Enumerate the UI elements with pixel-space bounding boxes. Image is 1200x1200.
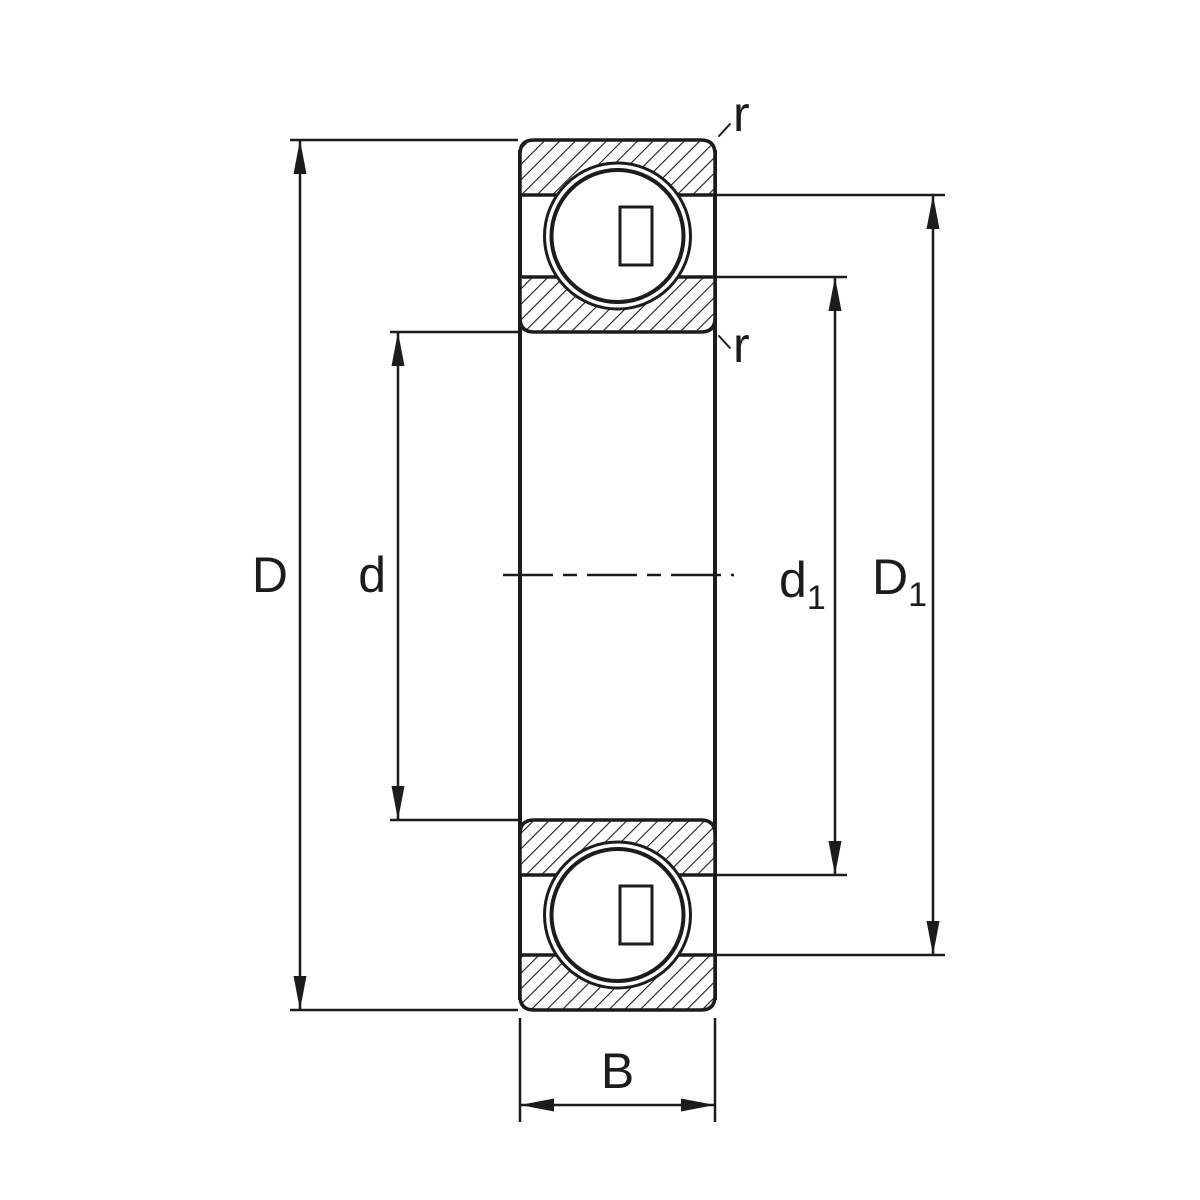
dimension-B-label: B bbox=[601, 1043, 634, 1099]
ball-top bbox=[549, 168, 686, 304]
ball-bottom bbox=[549, 847, 686, 983]
arrow-up-icon bbox=[293, 140, 307, 174]
dimension-d1-label-base: d bbox=[779, 552, 807, 608]
chamfer-inner-leader-line bbox=[718, 335, 731, 349]
dimension-d1-label-subscript: 1 bbox=[807, 579, 826, 617]
arrow-down-icon bbox=[926, 921, 940, 955]
dimension-D1-label: D1 bbox=[872, 549, 927, 614]
arrow-down-icon bbox=[293, 976, 307, 1010]
arrow-up-icon bbox=[926, 195, 940, 229]
dimension-d: d bbox=[358, 330, 518, 822]
arrow-down-icon bbox=[828, 841, 842, 875]
cage-pocket-bottom bbox=[618, 884, 654, 946]
dimension-D-label: D bbox=[252, 547, 288, 603]
arrow-up-icon bbox=[391, 332, 405, 366]
dimension-D1-label-subscript: 1 bbox=[908, 576, 927, 614]
arrow-left-icon bbox=[520, 1098, 554, 1112]
dimension-d1: d1 bbox=[717, 275, 847, 877]
dimension-B: B bbox=[518, 1018, 717, 1122]
arrow-right-icon bbox=[681, 1098, 715, 1112]
dimension-D1-label-base: D bbox=[872, 549, 908, 605]
bearing-cross-section bbox=[503, 138, 734, 1012]
chamfer-outer-leader-line bbox=[718, 123, 731, 137]
arrow-up-icon bbox=[828, 277, 842, 311]
dimension-D1: D1 bbox=[717, 193, 945, 957]
chamfer-inner-label: r bbox=[733, 317, 750, 373]
chamfer-outer-label: r bbox=[733, 86, 750, 142]
dimension-d1-label: d1 bbox=[779, 552, 826, 617]
dimension-d-label: d bbox=[358, 547, 386, 603]
chamfer-labels: r r bbox=[718, 86, 750, 373]
arrow-down-icon bbox=[391, 786, 405, 820]
cage-pocket-top bbox=[618, 205, 654, 267]
dimension-D: D bbox=[252, 138, 518, 1012]
